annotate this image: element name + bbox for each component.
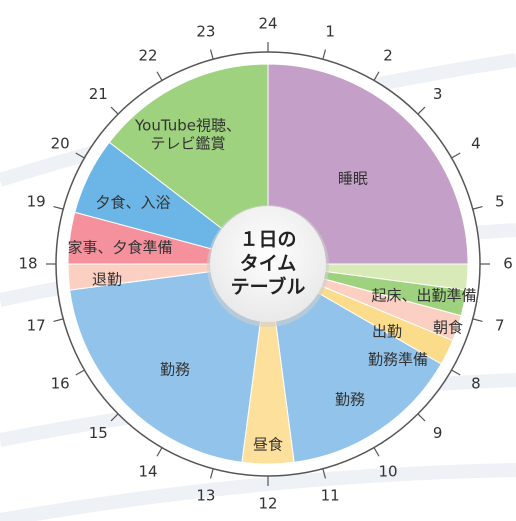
hour-label: 3	[433, 85, 443, 103]
pie-slice	[267, 63, 469, 265]
background-swoosh	[0, 463, 516, 521]
hour-label: 23	[196, 23, 215, 41]
hour-label: 4	[471, 135, 481, 153]
hour-tick	[322, 468, 327, 479]
hour-label: 15	[89, 424, 108, 442]
slice-label: 退勤	[92, 271, 122, 289]
hour-label: 20	[51, 135, 70, 153]
hour-label: 18	[18, 255, 37, 273]
hour-label: 11	[321, 486, 340, 504]
hour-label: 21	[89, 85, 108, 103]
hour-label: 7	[495, 317, 505, 335]
pie-slice	[69, 263, 269, 463]
hour-label: 1	[325, 23, 335, 41]
slice-label: YouTube視聴、テレビ鑑賞	[134, 116, 241, 152]
slice-label: 夕食、入浴	[95, 194, 170, 212]
slice-label: 勤務準備	[368, 351, 428, 369]
hour-label: 6	[503, 255, 513, 273]
hour-tick	[417, 413, 426, 422]
slice-label: 勤務	[160, 361, 190, 379]
center-disc: １日のタイムテーブル	[207, 205, 329, 327]
slice-label: 昼食	[253, 436, 283, 454]
hour-tick	[472, 318, 483, 323]
slices	[67, 63, 469, 465]
hour-label: 12	[258, 495, 277, 513]
hour-label: 14	[138, 462, 157, 480]
slice-label: 出勤	[372, 323, 402, 341]
hour-tick	[75, 152, 85, 159]
hour-label: 5	[495, 192, 505, 210]
slice-label: 勤務	[335, 391, 365, 409]
center-circle	[210, 206, 326, 322]
hour-tick	[451, 152, 461, 159]
pie-slice	[267, 263, 442, 463]
hour-tick	[110, 106, 119, 115]
hour-tick	[156, 71, 163, 81]
slice-label: 朝食	[433, 319, 463, 337]
slice-label: 家事、夕食準備	[67, 239, 172, 257]
hour-label: 13	[196, 486, 215, 504]
hour-label: 22	[138, 47, 157, 65]
hour-tick	[373, 447, 380, 457]
slice-label: 起床、出勤準備	[371, 287, 476, 305]
hour-tick	[75, 369, 85, 376]
hour-tick	[53, 205, 64, 210]
hour-tick	[110, 413, 119, 422]
hour-label: 8	[471, 375, 481, 393]
hour-tick	[156, 447, 163, 457]
hour-tick	[322, 49, 327, 60]
hour-label: 9	[433, 424, 443, 442]
slice-label: 睡眠	[338, 170, 368, 188]
hour-tick	[472, 205, 483, 210]
hour-tick	[53, 318, 64, 323]
pie-slice	[108, 63, 269, 266]
hour-tick	[209, 49, 214, 60]
hour-tick	[451, 369, 461, 376]
chart-title: １日のタイムテーブル	[231, 229, 306, 299]
hour-label: 2	[383, 47, 393, 65]
hour-tick	[209, 468, 214, 479]
hour-label: 19	[27, 192, 46, 210]
hour-label: 10	[378, 462, 397, 480]
hour-label: 16	[51, 375, 70, 393]
hour-tick	[417, 106, 426, 115]
hour-tick	[373, 71, 380, 81]
hour-label: 24	[258, 15, 277, 33]
hour-label: 17	[27, 317, 46, 335]
